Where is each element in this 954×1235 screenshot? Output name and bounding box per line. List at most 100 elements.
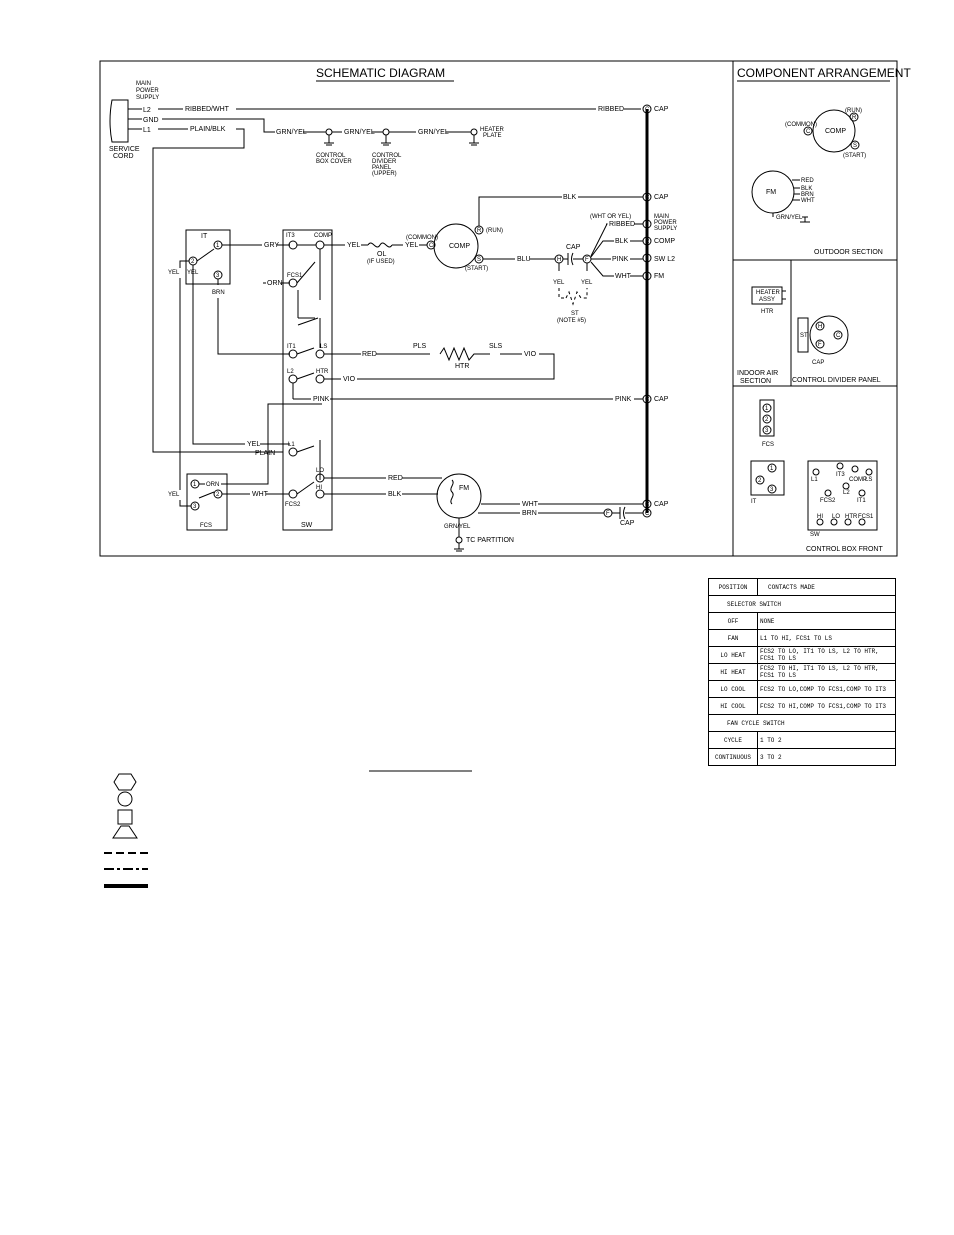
diagram-label: ORN xyxy=(206,482,219,488)
diagram-label: OUTDOOR SECTION xyxy=(814,249,883,256)
diagram-label: RED xyxy=(388,475,403,482)
service-cord-plug xyxy=(109,99,129,143)
diagram-label: 2 xyxy=(216,492,220,498)
contacts-cell: FCS2 TO HI, IT1 TO LS, L2 TO HTR, FCS1 T… xyxy=(757,663,896,681)
diagram-label: CONTROL xyxy=(372,153,402,159)
legend-square xyxy=(117,809,133,825)
contacts-cell: L1 TO HI, FCS1 TO LS xyxy=(757,629,896,647)
diagram-label: HEATER xyxy=(756,290,781,296)
diagram-label: BLK xyxy=(615,238,629,245)
diagram-label: SLS xyxy=(489,343,503,350)
diagram-label: PLATE xyxy=(483,133,502,139)
diagram-label: IT xyxy=(751,499,757,505)
contacts-cell: FCS2 TO LO,COMP TO FCS1,COMP TO IT3 xyxy=(757,680,896,698)
diagram-label: IT3 xyxy=(286,233,295,239)
diagram-label: (UPPER) xyxy=(372,171,397,177)
diagram-label: H xyxy=(557,257,561,263)
diagram-label: FCS1 xyxy=(287,273,303,279)
diagram-label: GRY xyxy=(264,242,279,249)
table-row: OFF NONE xyxy=(708,612,896,630)
diagram-label: 3 xyxy=(216,273,220,279)
diagram-label: L1 xyxy=(288,442,295,448)
diagram-label: R xyxy=(645,239,650,245)
diagram-label: CONTROL BOX FRONT xyxy=(806,546,883,553)
diagram-label: CONTROL DIVIDER PANEL xyxy=(792,377,881,384)
diagram-label: DIVIDER xyxy=(372,159,397,165)
fan-cycle-switch xyxy=(186,473,228,531)
diagram-label: 3 xyxy=(193,504,197,510)
diagram-label: GRN/YEL xyxy=(344,129,375,136)
diagram-label: SUPPLY xyxy=(136,95,159,101)
diagram-label: HI xyxy=(316,485,322,491)
position-cell: LO COOL xyxy=(708,680,758,698)
diagram-label: CAP xyxy=(620,520,635,527)
table-row: LO HEAT FCS2 TO LO, IT1 TO LS, L2 TO HTR… xyxy=(708,646,896,664)
diagram-label: VIO xyxy=(524,351,537,358)
diagram-label: (RUN) xyxy=(486,228,503,234)
diagram-label: 1 xyxy=(216,243,220,249)
diagram-label: L2 xyxy=(143,107,151,114)
diagram-label: CAP xyxy=(812,360,824,366)
diagram-label: 2 xyxy=(758,478,762,484)
diagram-label: TC PARTITION xyxy=(466,537,514,544)
diagram-label: POWER xyxy=(654,220,677,226)
diagram-label: R xyxy=(852,115,857,121)
diagram-label: C xyxy=(429,243,434,249)
diagram-label: WHT xyxy=(522,501,539,508)
table-row: CYCLE 1 TO 2 xyxy=(708,731,896,749)
table-row: HI HEAT FCS2 TO HI, IT1 TO LS, L2 TO HTR… xyxy=(708,663,896,681)
diagram-label: C xyxy=(806,129,811,135)
diagram-label: ST xyxy=(571,311,579,317)
diagram-label: PLAIN xyxy=(255,450,275,457)
diagram-label: (NOTE #5) xyxy=(557,318,586,324)
selector-switch-panel xyxy=(282,229,333,531)
diagram-label: FM xyxy=(654,273,664,280)
diagram-label: 3 xyxy=(765,428,769,434)
diagram-label: COMP xyxy=(449,243,470,250)
diagram-label: BLU xyxy=(517,256,531,263)
diagram-label: C xyxy=(645,511,650,517)
header-position: POSITION xyxy=(708,578,758,596)
diagram-label: YEL xyxy=(168,270,180,276)
diagram-label: RIBBED xyxy=(609,221,635,228)
diagram-label: GRN/YEL xyxy=(776,215,803,221)
diagram-label: S xyxy=(477,257,481,263)
diagram-label: BRN xyxy=(522,510,537,517)
diagram-label: WHT xyxy=(801,198,815,204)
diagram-label: PINK xyxy=(313,396,330,403)
diagram-label: 2 xyxy=(765,417,769,423)
diagram-label: CORD xyxy=(113,153,134,160)
diagram-label: CAP xyxy=(654,396,669,403)
diagram-label: PINK xyxy=(612,256,629,263)
diagram-label: GRN/YEL xyxy=(444,524,471,530)
fan-motor xyxy=(436,473,482,519)
diagram-label: MAIN xyxy=(136,81,151,87)
diagram-label: F xyxy=(818,342,822,348)
diagram-label: 1 xyxy=(770,466,774,472)
diagram-label: IT1 xyxy=(287,344,296,350)
diagram-label: SW xyxy=(301,522,313,529)
position-cell: HI COOL xyxy=(708,697,758,715)
diagram-label: CAP xyxy=(566,244,581,251)
diagram-label: FCS2 xyxy=(820,498,836,504)
diagram-label: (WHT OR YEL) xyxy=(590,214,631,220)
diagram-label: WHT xyxy=(252,491,269,498)
contacts-cell: 1 TO 2 xyxy=(757,731,896,749)
contacts-table: POSITION CONTACTS MADE SELECTOR SWITCH O… xyxy=(708,578,896,766)
diagram-label: RIBBED/WHT xyxy=(185,106,230,113)
diagram-label: CAP xyxy=(654,501,669,508)
diagram-label: 3 xyxy=(770,487,774,493)
diagram-label: IT3 xyxy=(836,472,845,478)
diagram-label: RED xyxy=(801,178,814,184)
schematic-title: SCHEMATIC DIAGRAM xyxy=(316,66,445,80)
position-cell: FAN xyxy=(708,629,758,647)
diagram-label: BLK xyxy=(563,194,577,201)
component-arrangement-title: COMPONENT ARRANGEMENT xyxy=(737,66,911,80)
diagram-label: BLK xyxy=(801,186,812,192)
diagram-label: PLAIN/BLK xyxy=(190,126,226,133)
diagram-label: HI xyxy=(817,514,823,520)
diagram-label: RIBBED xyxy=(598,106,624,113)
table-row: FAN L1 TO HI, FCS1 TO LS xyxy=(708,629,896,647)
diagram-label: CAP xyxy=(654,194,669,201)
diagram-label: COMP xyxy=(825,128,846,135)
